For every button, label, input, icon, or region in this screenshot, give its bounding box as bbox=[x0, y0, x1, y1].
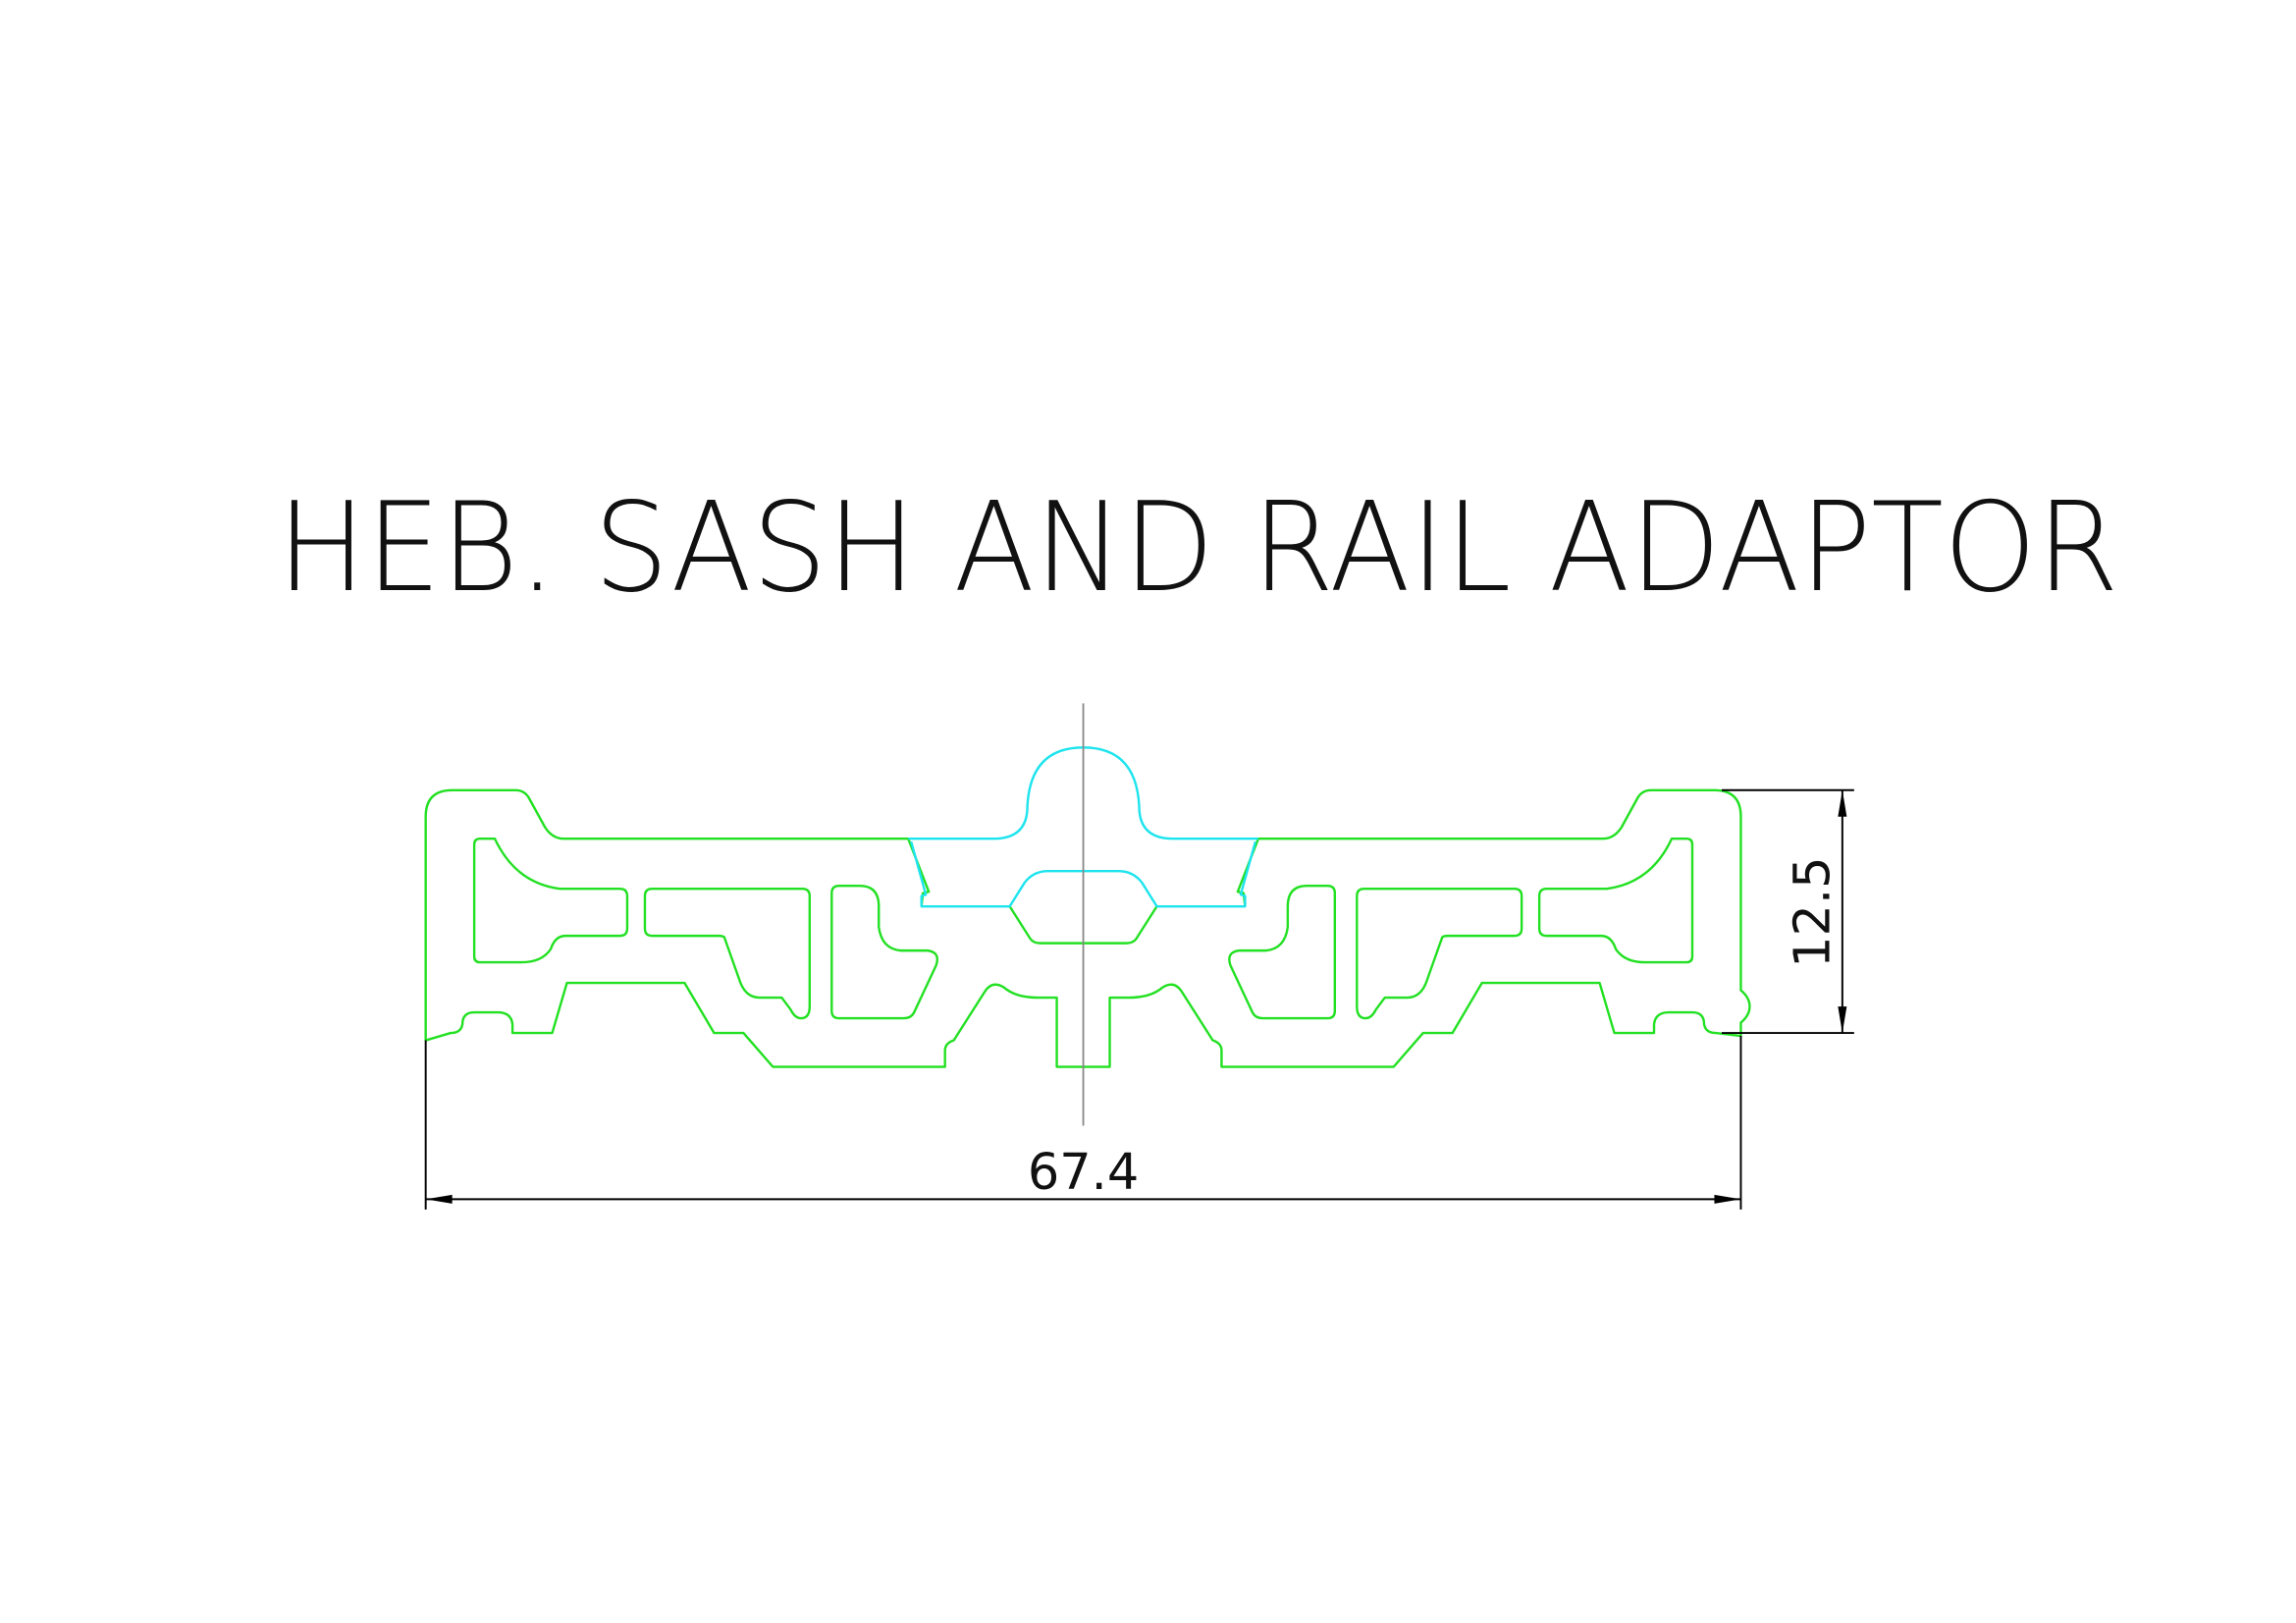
profile-inner-bridge bbox=[1083, 905, 1158, 945]
drawing-title: HEB. SASH AND RAIL ADAPTOR bbox=[277, 475, 2118, 620]
cavity-1 bbox=[1537, 838, 1694, 964]
insert-lower-edge bbox=[1083, 840, 1257, 908]
profile-right-half bbox=[1083, 746, 1751, 1068]
profile-outline bbox=[1083, 788, 1751, 1068]
arrowhead-right bbox=[1714, 1194, 1741, 1204]
insert-top-bump bbox=[1083, 746, 1258, 840]
insert-top-bump bbox=[908, 746, 1084, 840]
width-label: 67.4 bbox=[1028, 1144, 1139, 1202]
arrowhead-bottom bbox=[1838, 1006, 1847, 1034]
cavity-1 bbox=[472, 838, 629, 964]
profile-left-half bbox=[424, 746, 1084, 1068]
cavity-2 bbox=[643, 887, 812, 1020]
arrowhead-left bbox=[425, 1194, 453, 1204]
insert-lower-edge bbox=[910, 840, 1084, 908]
profile-inner-bridge bbox=[1008, 905, 1084, 945]
cavity-3 bbox=[1228, 884, 1337, 1020]
profile-outline bbox=[424, 788, 1084, 1068]
width-dimension: 67.4 bbox=[424, 1036, 1742, 1210]
arrowhead-top bbox=[1838, 789, 1847, 817]
cavity-2 bbox=[1356, 887, 1523, 1020]
height-dimension: 12.5 bbox=[1721, 788, 1854, 1035]
cavity-3 bbox=[830, 884, 939, 1020]
height-label: 12.5 bbox=[1784, 856, 1842, 967]
